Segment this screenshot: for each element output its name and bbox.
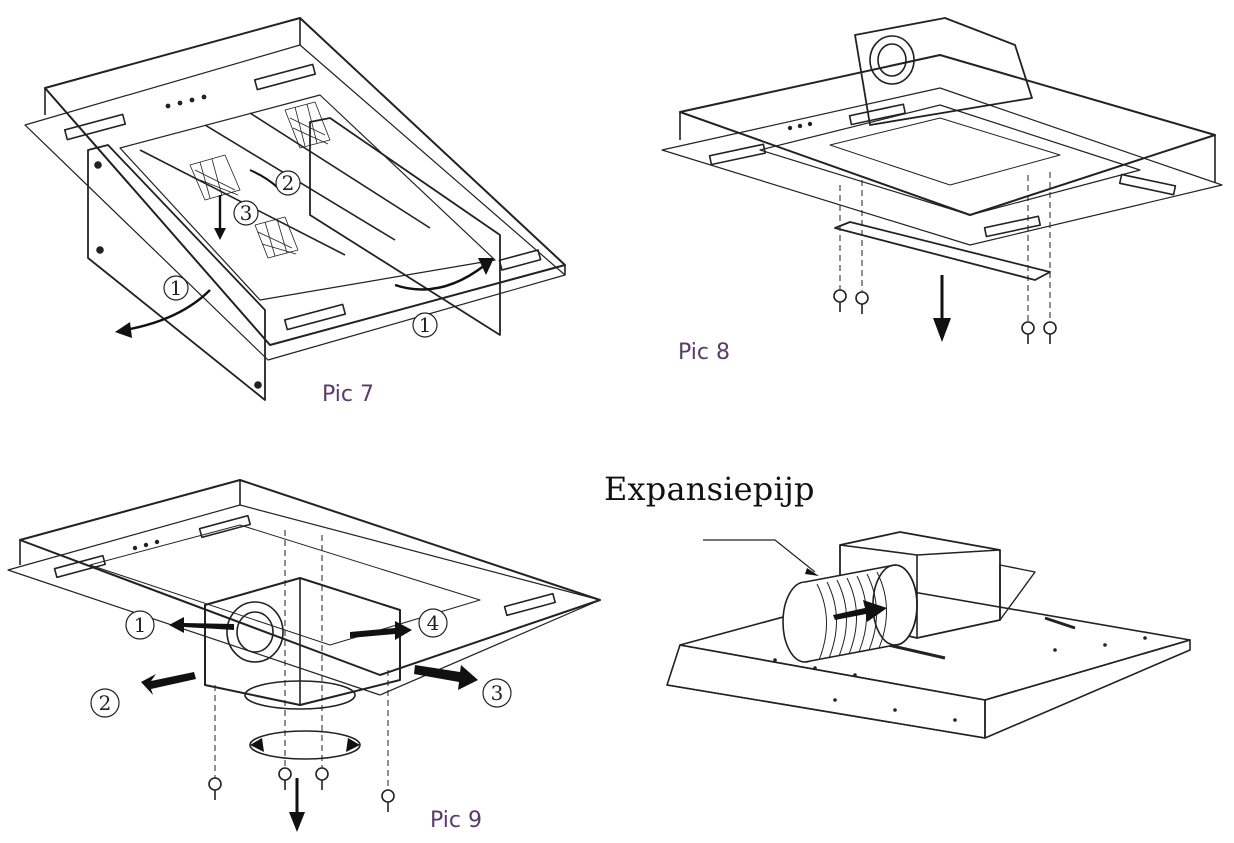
pic7-step-number: 1 [170, 276, 183, 300]
pic7-step-marker: 1 [412, 312, 438, 338]
pic9-motor-box [204, 577, 401, 706]
pic7-drawing: 1 2 3 1 [24, 17, 566, 401]
pic7-step-number: 3 [240, 201, 253, 225]
pic7-hood-lip [24, 44, 566, 361]
pic7-inner-cavity [119, 94, 496, 301]
pic9-fan-wheel [244, 680, 356, 710]
pic9-screw-guides [214, 530, 389, 790]
pic9-outlet-number: 1 [134, 613, 147, 637]
pic9-screw [278, 767, 292, 790]
pic8-label: Pic 8 [678, 340, 730, 365]
pic8-hood-lip [661, 87, 1223, 246]
pic9-screw [208, 777, 222, 800]
pic9-screw [381, 789, 395, 812]
pic7-step1-arrow-right [394, 264, 486, 291]
pic9-screw [315, 767, 329, 790]
pic9-outlet-number: 3 [491, 681, 504, 705]
pic9-outlet-arrow [350, 621, 412, 640]
pic7-label: Pic 7 [322, 382, 374, 407]
pic7-step-marker: 3 [233, 200, 259, 226]
expansion-pipe-callout: Expansiepijp [604, 470, 815, 508]
pic7-vent-slot [63, 113, 127, 141]
pic7-left-panel [87, 144, 266, 401]
pic9-outlet-arrow [414, 665, 478, 690]
pic8-screw [833, 289, 847, 312]
pic9-fan-outlet [226, 601, 284, 663]
pic9-outlet-number: 2 [99, 691, 112, 715]
pic9-label: Pic 9 [430, 808, 482, 833]
pic8-motor-housing [854, 17, 1033, 126]
expansion-flow-arrow [833, 600, 887, 622]
pic8-screw [1021, 321, 1035, 344]
pic9-drawing: 1 2 3 4 [7, 479, 601, 832]
pic8-hood-frame [679, 54, 1216, 216]
pic7-grease-filter [189, 154, 241, 201]
pic7-vent-slot [253, 63, 317, 91]
pic7-right-panel [309, 117, 501, 336]
pic7-step-marker: 2 [275, 170, 301, 196]
pic7-vent-slot [498, 249, 542, 271]
expansion-pipe-drawing [666, 531, 1191, 739]
pic7-grease-filter [284, 101, 331, 149]
pic7-step-marker: 1 [163, 275, 189, 301]
pic8-drawing [661, 17, 1223, 344]
pic9-outlet-number: 4 [427, 611, 440, 635]
pic7-step1-arrow-left [124, 289, 211, 332]
pic8-mounting-bracket [834, 221, 1051, 281]
pic9-hood-lip [7, 504, 601, 696]
pic9-outlet-arrow [169, 617, 234, 633]
pic8-screw-guides [839, 172, 1051, 322]
pic8-screw [855, 291, 869, 314]
pic7-vent-slot [283, 303, 347, 331]
pic9-outlet-arrow [141, 672, 196, 695]
pic7-step-number: 1 [419, 313, 432, 337]
pic7-control-buttons [165, 94, 207, 109]
pic8-screw [1043, 321, 1057, 344]
pic9-rotation-ring [249, 730, 361, 760]
pic7-grease-filter [254, 216, 299, 259]
pic7-step2-arrow [249, 169, 279, 189]
expansion-pipe-leader [703, 539, 816, 573]
pic7-step-number: 2 [282, 171, 295, 195]
